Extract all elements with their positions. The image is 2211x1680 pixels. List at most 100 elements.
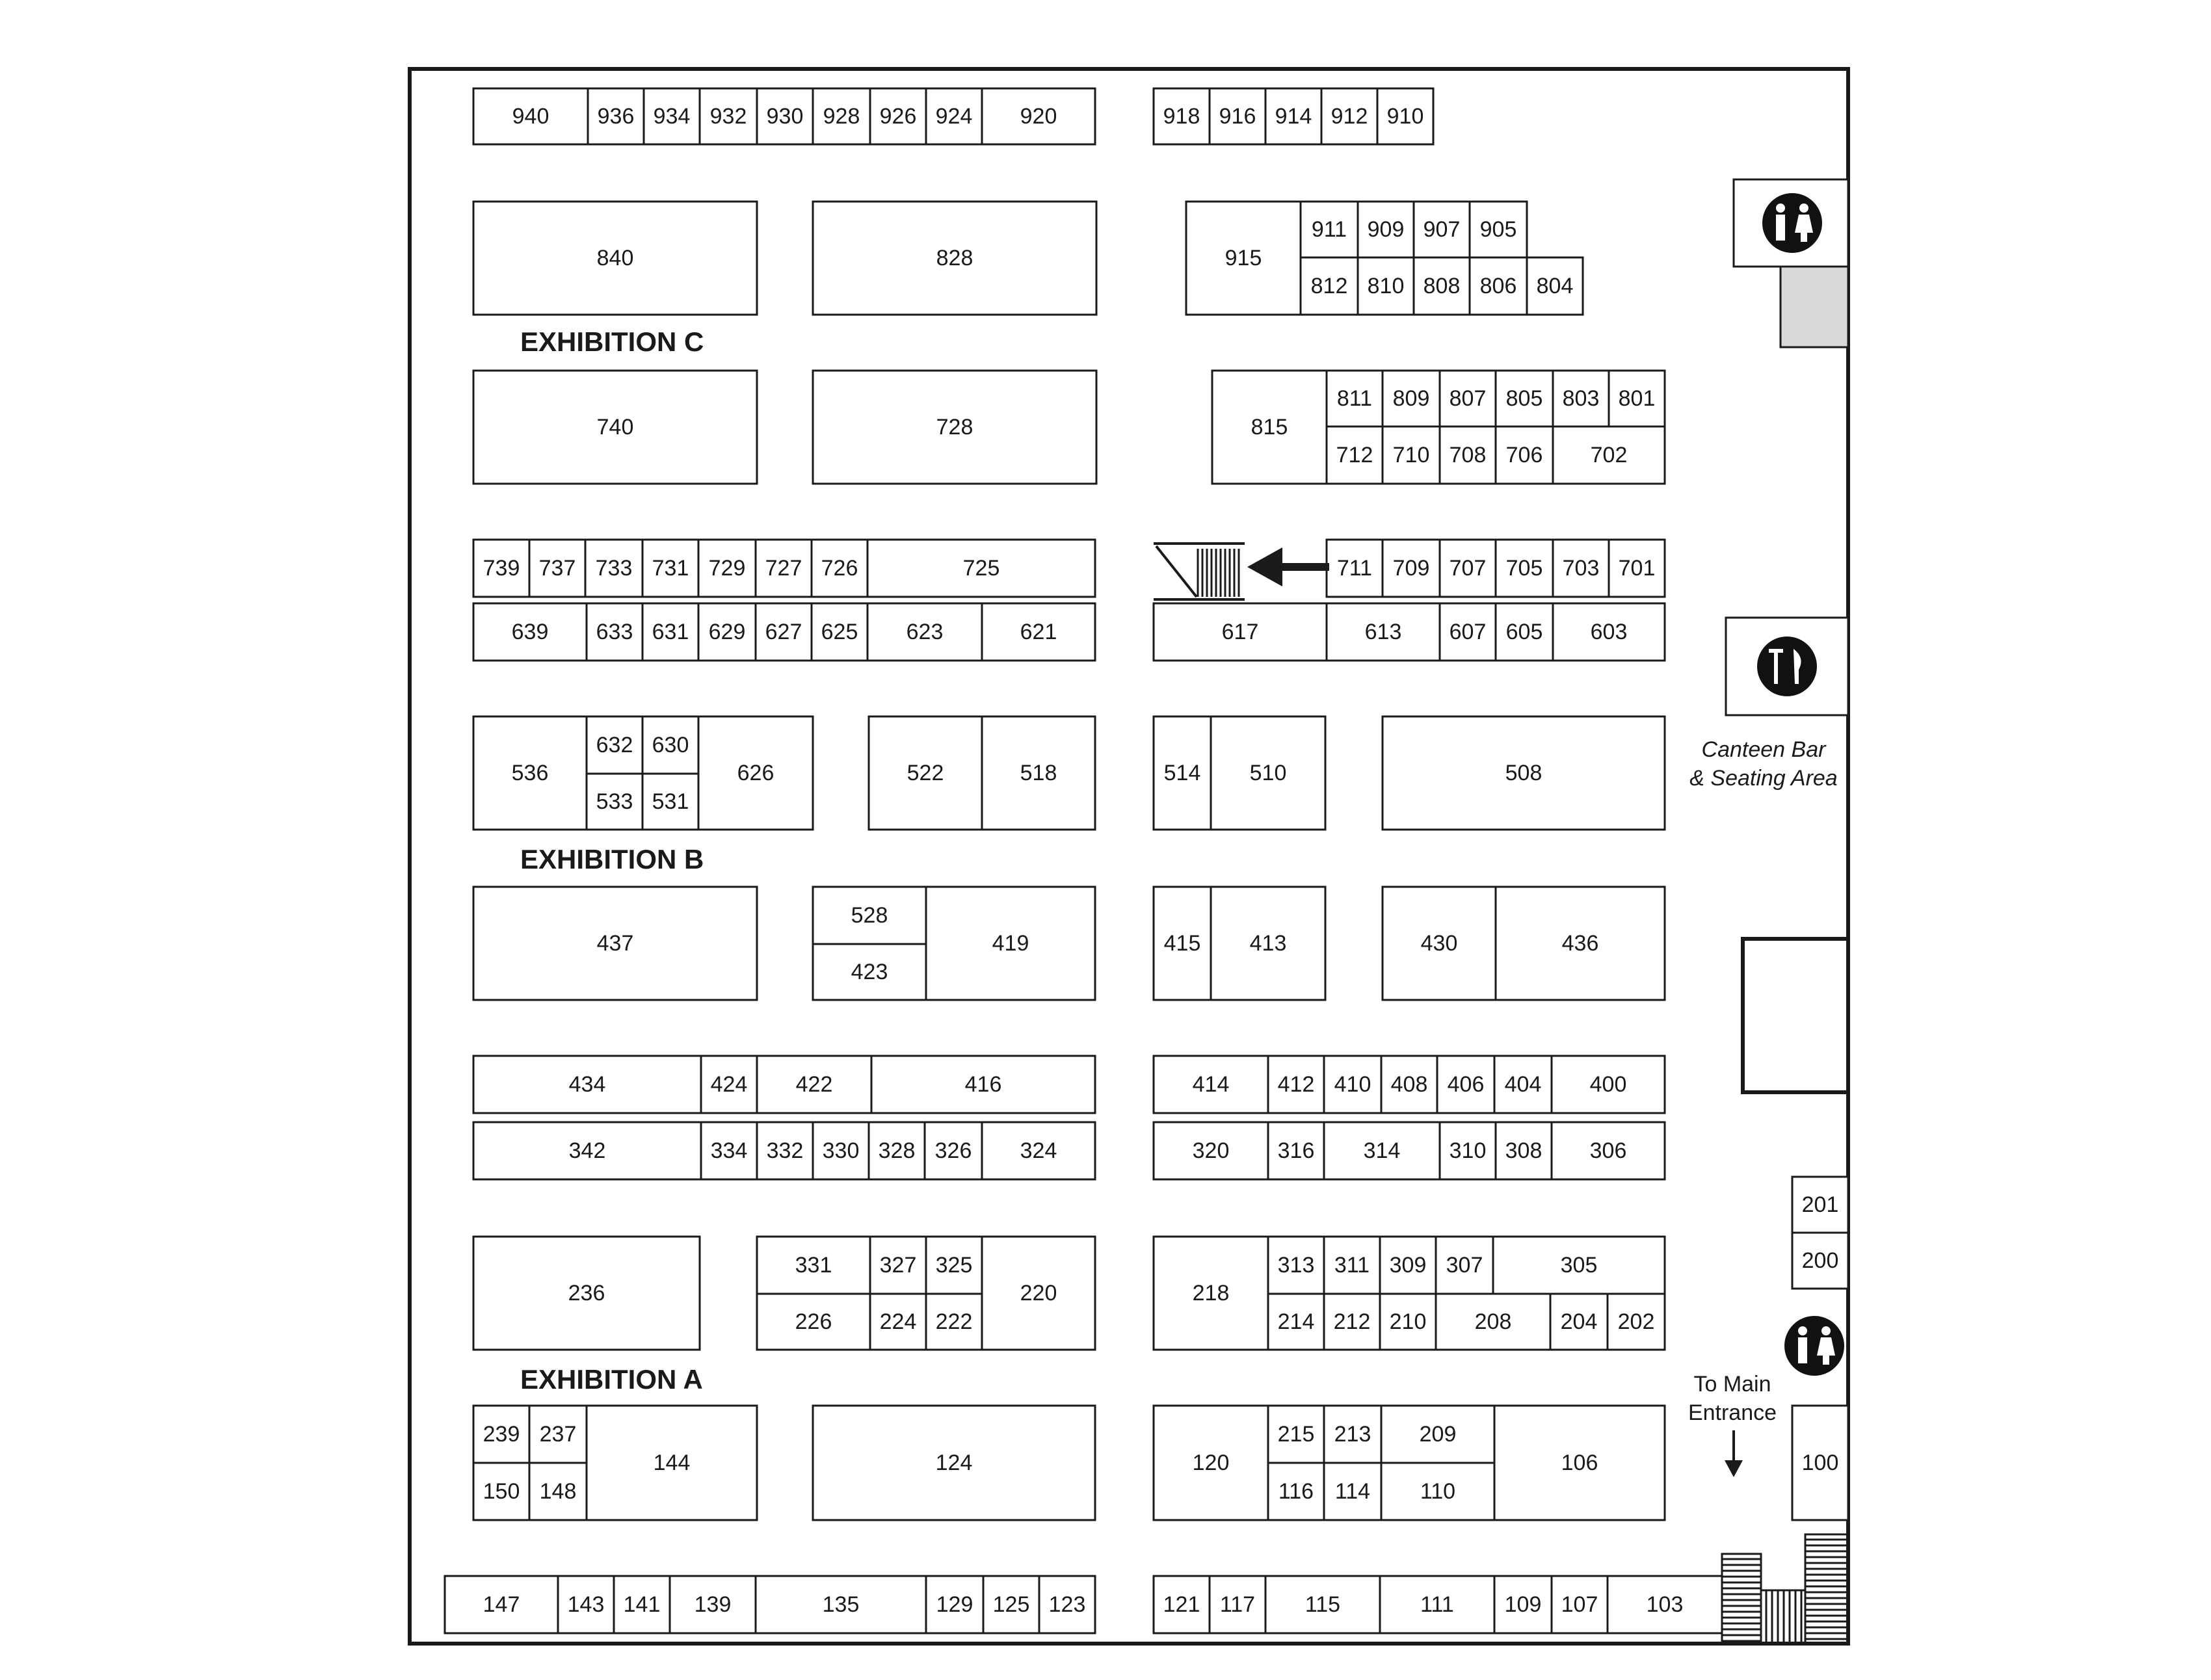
- booth-outline: [1606, 1575, 1723, 1634]
- booth-number: 408: [1391, 1072, 1428, 1097]
- booth-936: 936: [587, 87, 645, 146]
- booth-920: 920: [981, 87, 1096, 146]
- booth-outline: [472, 715, 588, 831]
- booth-514: 514: [1152, 715, 1212, 831]
- booth-number: 907: [1423, 217, 1461, 242]
- booth-number: 121: [1163, 1592, 1200, 1617]
- booth-number: 812: [1311, 274, 1348, 298]
- booth-701: 701: [1608, 538, 1666, 598]
- booth-number: 124: [936, 1450, 973, 1475]
- booth-outline: [925, 886, 1096, 1001]
- booth-number: 510: [1250, 761, 1287, 785]
- booth-222: 222: [925, 1293, 983, 1351]
- booth-806: 806: [1468, 256, 1528, 316]
- booth-236: 236: [472, 1235, 701, 1351]
- booth-436: 436: [1494, 886, 1666, 1001]
- booth-outline: [1325, 602, 1441, 662]
- booth-632: 632: [585, 715, 644, 775]
- booth-number: 419: [992, 931, 1029, 956]
- booth-outline: [1211, 369, 1328, 485]
- booth-number: 905: [1480, 217, 1517, 242]
- booth-number: 815: [1251, 415, 1288, 440]
- booth-outline: [472, 1462, 531, 1521]
- side-room: [1741, 937, 1850, 1094]
- booth-outline: [1791, 1175, 1849, 1234]
- booth-number: 632: [596, 733, 633, 757]
- booth-number: 701: [1619, 556, 1656, 581]
- booth-outline: [1325, 538, 1384, 598]
- booth-outline: [812, 369, 1098, 485]
- booth-630: 630: [641, 715, 700, 775]
- booth-number: 711: [1337, 556, 1372, 581]
- booth-number: 940: [512, 104, 549, 129]
- booth-number: 533: [596, 789, 633, 814]
- booth-number: 325: [936, 1253, 973, 1278]
- booth-outline: [1299, 256, 1359, 316]
- booth-422: 422: [756, 1055, 873, 1114]
- booth-outline: [1468, 200, 1528, 259]
- booth-outline: [1381, 886, 1497, 1001]
- booth-308: 308: [1494, 1121, 1553, 1181]
- stairs-icon: [1154, 542, 1245, 601]
- booth-outline: [1608, 369, 1666, 428]
- booth-533: 533: [585, 772, 644, 831]
- booth-outline: [867, 1121, 926, 1181]
- booth-outline: [1152, 715, 1212, 831]
- booth-outline: [1494, 369, 1554, 428]
- booth-809: 809: [1381, 369, 1441, 428]
- booth-number: 710: [1393, 443, 1430, 467]
- toilets-icon-lower: [1784, 1316, 1844, 1376]
- booth-number: 707: [1450, 556, 1487, 581]
- booth-number: 214: [1278, 1309, 1315, 1334]
- booth-711: 711: [1325, 538, 1384, 598]
- booth-328: 328: [867, 1121, 926, 1181]
- booth-number: 416: [965, 1072, 1002, 1097]
- booth-number: 218: [1193, 1281, 1230, 1306]
- booth-outline: [641, 538, 700, 598]
- booth-number: 508: [1505, 761, 1542, 785]
- zone-label-exhibition-b: EXHIBITION B: [520, 844, 704, 874]
- booth-414: 414: [1152, 1055, 1269, 1114]
- booth-number: 200: [1802, 1248, 1839, 1273]
- entrance-label-line2: Entrance: [1688, 1400, 1777, 1425]
- booth-number: 633: [596, 620, 633, 644]
- booth-number: 934: [654, 104, 691, 129]
- booth-705: 705: [1494, 538, 1554, 598]
- booth-outline: [1550, 1055, 1666, 1114]
- booth-number: 626: [737, 761, 775, 785]
- booth-239: 239: [472, 1404, 531, 1464]
- booth-804: 804: [1526, 256, 1584, 316]
- booth-outline: [1412, 256, 1471, 316]
- booth-930: 930: [756, 87, 814, 146]
- booth-number: 807: [1450, 386, 1487, 411]
- booth-outline: [1493, 1404, 1666, 1521]
- booth-outline: [700, 1121, 758, 1181]
- booth-141: 141: [613, 1575, 671, 1634]
- booth-number: 110: [1420, 1479, 1455, 1504]
- booth-707: 707: [1438, 538, 1497, 598]
- booth-outline: [1438, 1121, 1497, 1181]
- booth-424: 424: [700, 1055, 758, 1114]
- booth-outline: [981, 87, 1096, 146]
- booth-224: 224: [869, 1293, 927, 1351]
- booth-number: 737: [539, 556, 576, 581]
- booth-outline: [1494, 425, 1554, 485]
- booth-outline: [1550, 1575, 1609, 1634]
- booth-702: 702: [1552, 425, 1666, 485]
- booth-828: 828: [812, 200, 1098, 316]
- booth-number: 215: [1278, 1422, 1315, 1447]
- booth-outline: [756, 1055, 873, 1114]
- booth-number: 536: [512, 761, 549, 785]
- booth-603: 603: [1552, 602, 1666, 662]
- booth-number: 125: [993, 1592, 1030, 1617]
- booth-outline: [1606, 1293, 1666, 1351]
- booth-number: 430: [1421, 931, 1458, 956]
- booth-613: 613: [1325, 602, 1441, 662]
- booth-outline: [1379, 1293, 1437, 1351]
- booth-712: 712: [1325, 425, 1384, 485]
- booth-outline: [1381, 425, 1441, 485]
- booth-810: 810: [1357, 256, 1415, 316]
- booth-727: 727: [754, 538, 813, 598]
- booth-outline: [869, 87, 927, 146]
